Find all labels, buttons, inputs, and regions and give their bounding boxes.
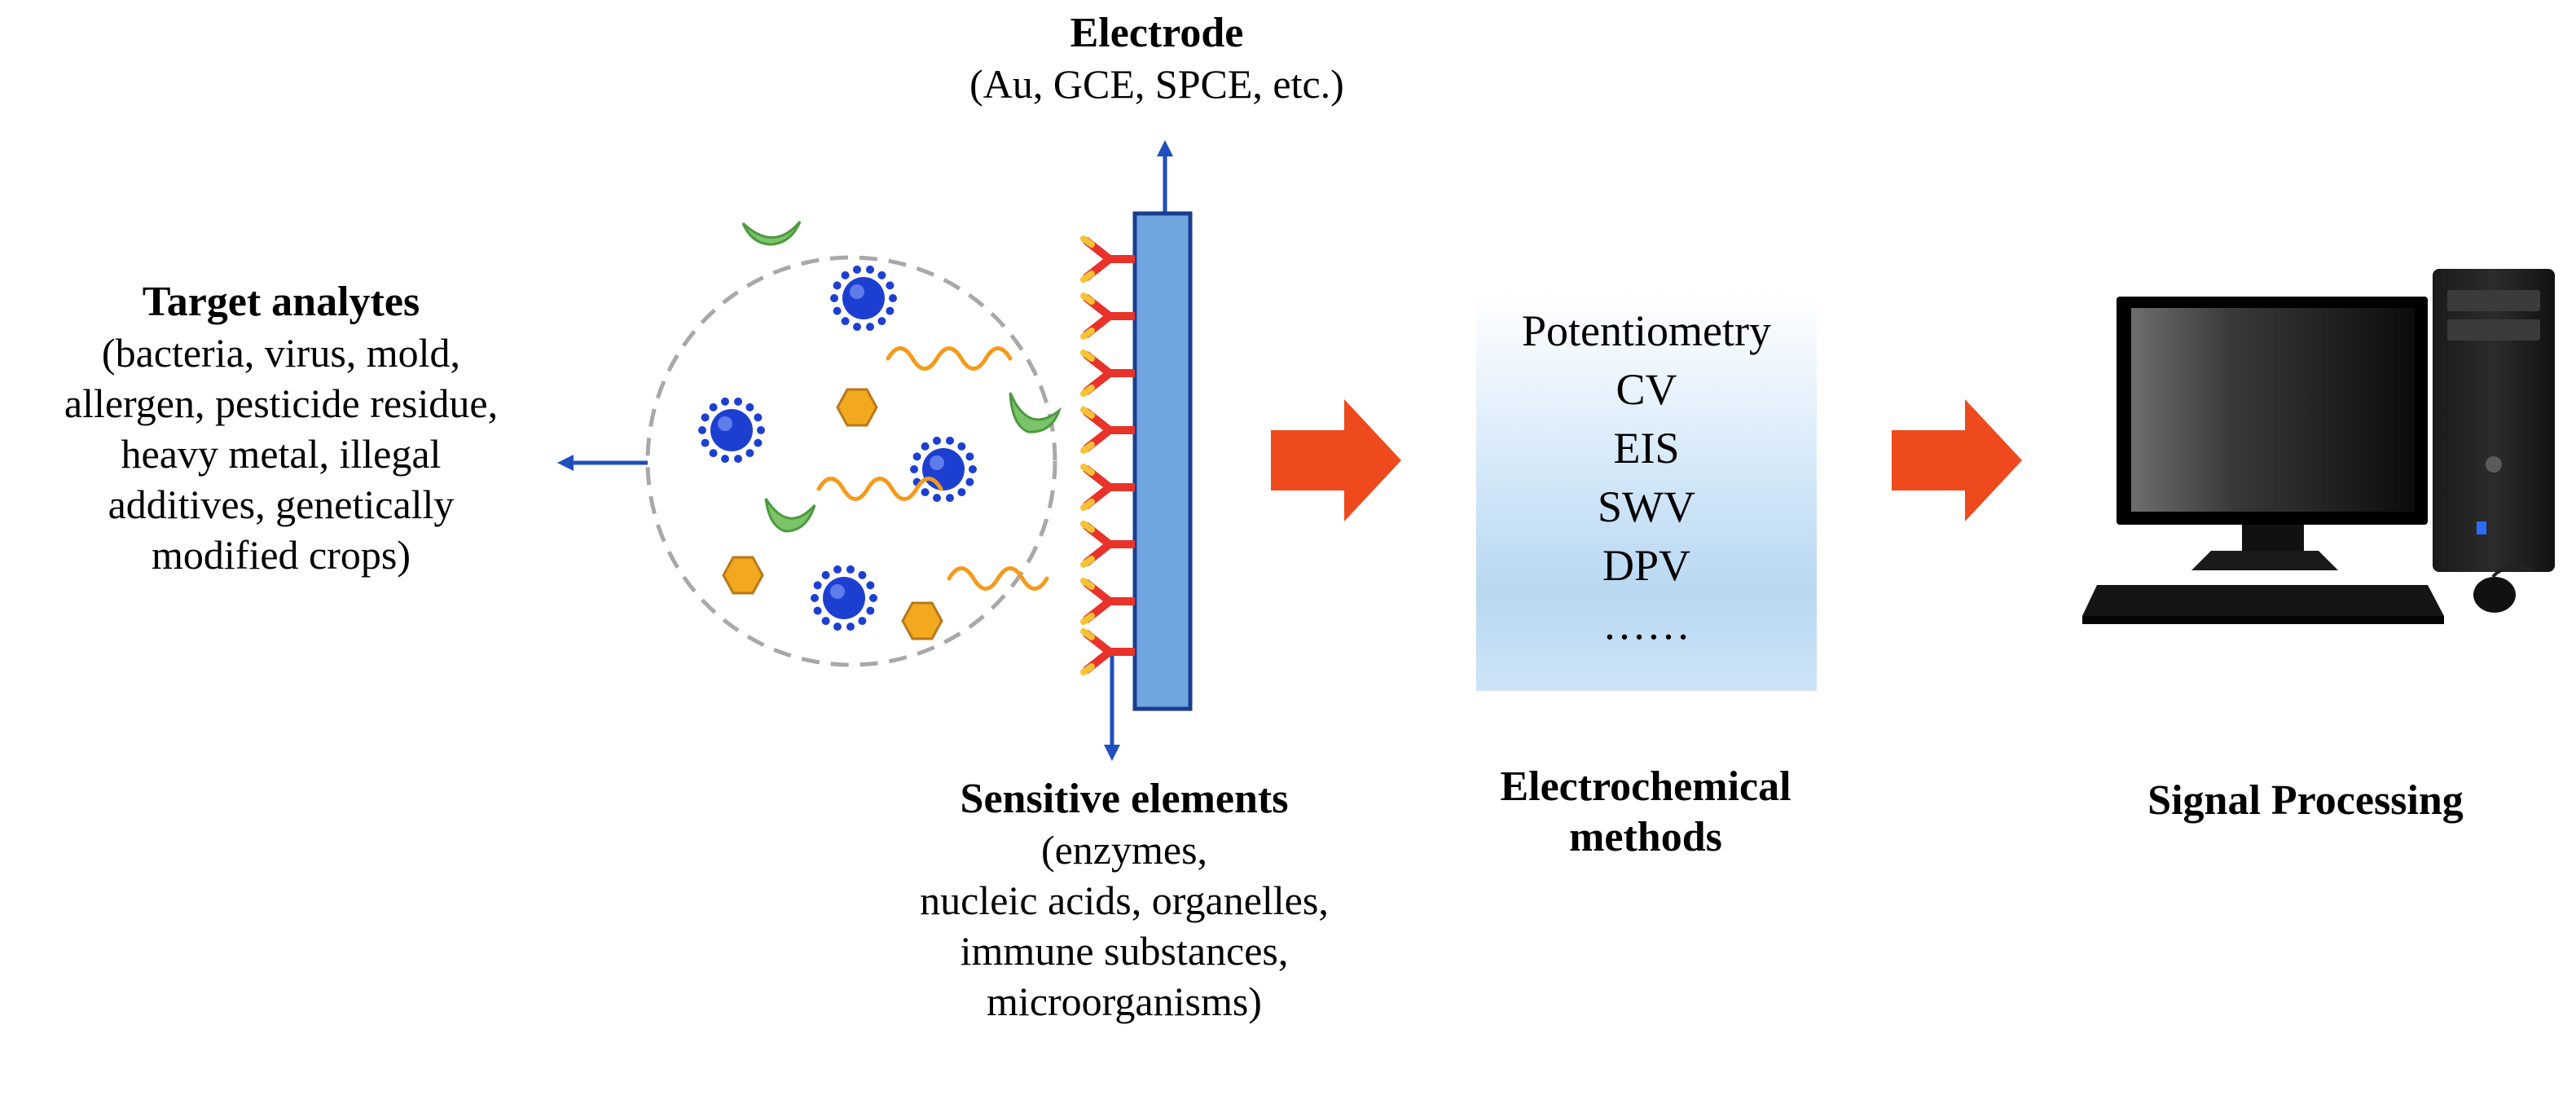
virus-particles [698,265,977,631]
virus-icon [811,565,877,631]
receptor-array [1080,235,1135,675]
method-item: Potentiometry [1522,306,1771,355]
electrode-bar [1132,211,1193,711]
keyboard-front [2082,616,2444,624]
signal-processing-label: Signal Processing [2069,776,2542,826]
receptor-icon [1080,628,1135,675]
electrode-label: Electrode (Au, GCE, SPCE, etc.) [896,8,1418,109]
electrode-title: Electrode [1070,10,1244,56]
electrode-line: (Au, GCE, SPCE, etc.) [969,61,1344,107]
target-analytes-line: modified crops) [152,532,411,578]
sample-circle [645,255,1057,667]
tower-power-button [2486,456,2502,473]
receptor-icon [1080,350,1135,397]
monitor-screen [2131,308,2415,512]
hexagon-icon [901,601,943,640]
method-item: EIS [1613,424,1680,473]
method-item: SWV [1598,482,1695,531]
receptor-icon [1080,235,1135,283]
method-item: CV [1615,365,1677,414]
target-analytes-title: Target analytes [142,279,420,325]
dna-strand-icon [947,566,1049,591]
target-analytes-line: additives, genetically [108,482,455,527]
fragment-icon [741,221,802,246]
hexagon-icon [836,388,878,427]
virus-icon [698,397,765,464]
hexagon-icon [722,556,764,595]
antibody-fragments [741,221,1062,533]
analyte-pointer-arrow [557,455,648,471]
target-analytes-line: heavy metal, illegal [121,431,442,477]
methods-label-line: Electrochemical [1500,763,1791,810]
target-analytes-line: allergen, pesticide residue, [64,380,499,426]
receptor-icon [1080,464,1135,511]
electrochemical-methods-label: Electrochemical methods [1409,762,1882,863]
virus-icon [910,436,977,503]
tower [2433,269,2555,572]
electrochemical-methods-box: Potentiometry CV EIS SWV DPV …… [1476,292,1817,691]
receptor-icon [1080,292,1135,340]
method-item: …… [1602,600,1690,649]
computer-icon [2082,269,2555,624]
sensitive-elements-line: (enzymes, [1040,827,1208,873]
sensitive-elements-label: Sensitive elements (enzymes, nucleic aci… [847,774,1401,1027]
nucleic-acid-strands [816,346,1049,591]
virus-icon [830,265,897,332]
sensitive-elements-line: nucleic acids, organelles, [920,877,1329,923]
signal-processing-title: Signal Processing [2147,777,2464,824]
sensitive-pointer-arrow [1104,652,1120,761]
electrode-pointer-arrow [1157,140,1173,213]
keyboard [2082,585,2444,616]
sensitive-elements-line: immune substances, [960,928,1289,974]
monitor-base [2191,551,2338,570]
monitor-neck [2242,525,2304,552]
receptor-icon [1080,407,1135,454]
methods-label-line: methods [1569,814,1722,860]
flow-arrow-2 [1892,399,2022,521]
small-molecules [722,388,943,640]
methods-list: Potentiometry CV EIS SWV DPV …… [1476,301,1817,653]
mouse [2473,577,2516,613]
tower-bay-1 [2447,290,2540,311]
tower-bay-2 [2447,319,2540,341]
receptor-icon [1080,521,1135,568]
fragment-icon [764,498,816,533]
flow-arrow-1 [1271,399,1401,521]
sensitive-elements-title: Sensitive elements [960,776,1289,822]
mouse-cable [2491,565,2534,578]
method-item: DPV [1602,541,1691,590]
target-analytes-line: (bacteria, virus, mold, [101,330,461,376]
sensitive-elements-line: microorganisms) [987,979,1262,1024]
dna-strand-icon [886,346,1013,371]
receptor-icon [1080,578,1135,625]
fragment-icon [1009,392,1062,433]
tower-led [2477,521,2486,534]
target-analytes-label: Target analytes (bacteria, virus, mold, … [0,277,562,580]
dna-strand-icon [816,477,943,501]
